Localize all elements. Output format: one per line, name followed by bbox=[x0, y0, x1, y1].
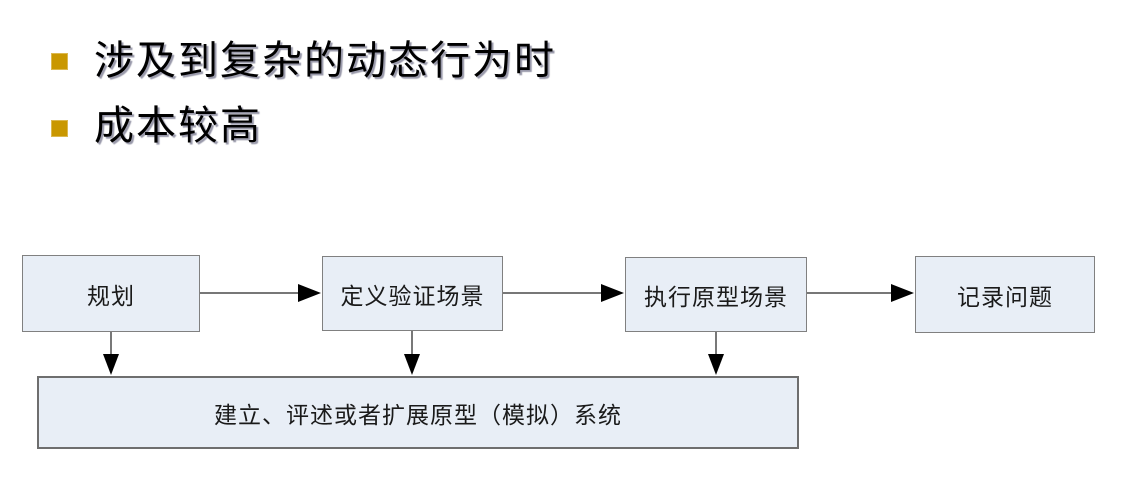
flow-box-record-issues: 记录问题 bbox=[915, 256, 1095, 333]
flow-box-planning: 规划 bbox=[22, 255, 200, 332]
flow-box-label: 规划 bbox=[87, 283, 135, 309]
flow-box-label: 执行原型场景 bbox=[644, 284, 788, 310]
bullet-square-icon bbox=[51, 53, 68, 70]
bullet-square-icon bbox=[51, 120, 68, 137]
flow-box-label: 定义验证场景 bbox=[340, 283, 485, 309]
bullet-item-text: 涉及到复杂的动态行为时 bbox=[94, 38, 556, 83]
bullet-item-text: 成本较高 bbox=[94, 103, 262, 148]
arrow-right-icon bbox=[200, 284, 321, 302]
flow-box-execute-scenarios: 执行原型场景 bbox=[625, 257, 807, 332]
arrow-down-icon bbox=[404, 331, 420, 375]
arrow-right-icon bbox=[807, 284, 914, 302]
arrow-down-icon bbox=[103, 332, 119, 375]
flow-box-label: 建立、评述或者扩展原型（模拟）系统 bbox=[214, 402, 622, 428]
arrow-right-icon bbox=[503, 284, 624, 302]
flow-box-label: 记录问题 bbox=[957, 284, 1053, 310]
flow-box-define-scenarios: 定义验证场景 bbox=[322, 256, 503, 331]
flow-box-build-prototype-system: 建立、评述或者扩展原型（模拟）系统 bbox=[37, 376, 799, 449]
arrow-down-icon bbox=[708, 332, 724, 375]
